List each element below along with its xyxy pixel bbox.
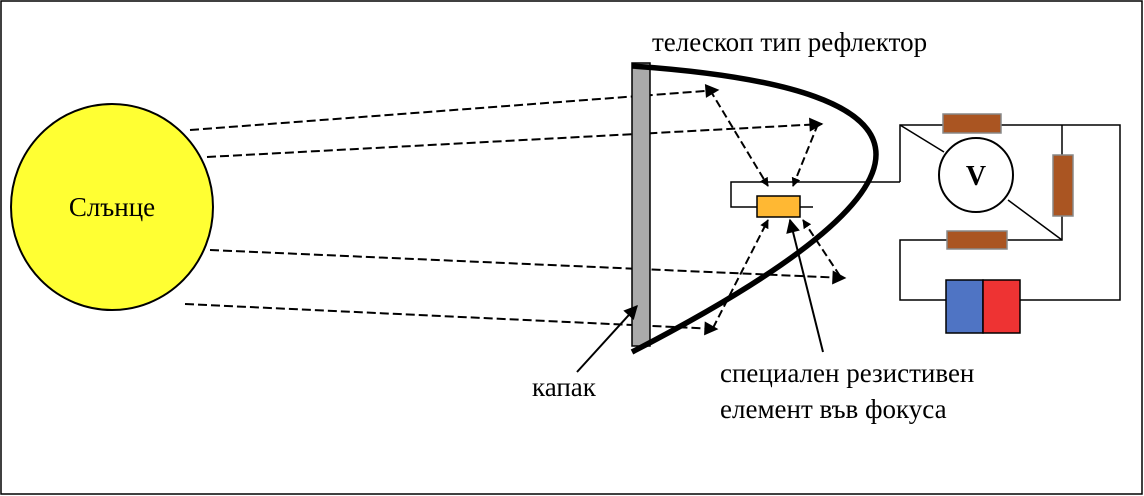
reflected-ray-4 (712, 219, 769, 329)
resistor-top (942, 113, 1002, 134)
reflected-ray-2 (791, 123, 819, 187)
cover-pointer-arrow (576, 304, 638, 373)
wire-diagonal-bottom (1007, 199, 1063, 241)
element-holder (730, 181, 900, 208)
ray-2 (206, 117, 824, 158)
sun-disc (10, 103, 214, 311)
element-label-line1: специален резистивен (720, 358, 974, 388)
resistor-bottom (946, 230, 1008, 250)
ray-4 (184, 303, 719, 336)
reflected-ray-3 (802, 219, 841, 277)
sun-rays (184, 83, 847, 336)
element-label-line2: елемент във фокуса (720, 394, 947, 424)
battery (945, 279, 1021, 334)
sun-label: Слънце (69, 192, 155, 222)
resistive-element (756, 195, 801, 218)
ray-3 (209, 249, 847, 285)
cover-plate (631, 62, 651, 347)
voltmeter: V (938, 137, 1014, 213)
circuit-wiring (899, 124, 1121, 301)
ray-1 (189, 83, 720, 131)
wire-diagonal-top (899, 124, 945, 153)
resistor-right (1052, 154, 1074, 217)
element-pointer-arrow (786, 218, 824, 353)
parabolic-mirror (630, 63, 879, 355)
voltmeter-circle (938, 137, 1014, 213)
voltmeter-label: V (966, 161, 986, 192)
cover-label: капак (532, 372, 597, 402)
reflected-ray-1 (709, 89, 769, 187)
battery-positive (982, 279, 1021, 334)
reflected-rays (709, 89, 841, 329)
telescope-label: телескоп тип рефлектор (652, 27, 927, 57)
sun: Слънце (10, 103, 214, 311)
wire-main (899, 124, 1121, 301)
battery-negative (945, 279, 984, 334)
